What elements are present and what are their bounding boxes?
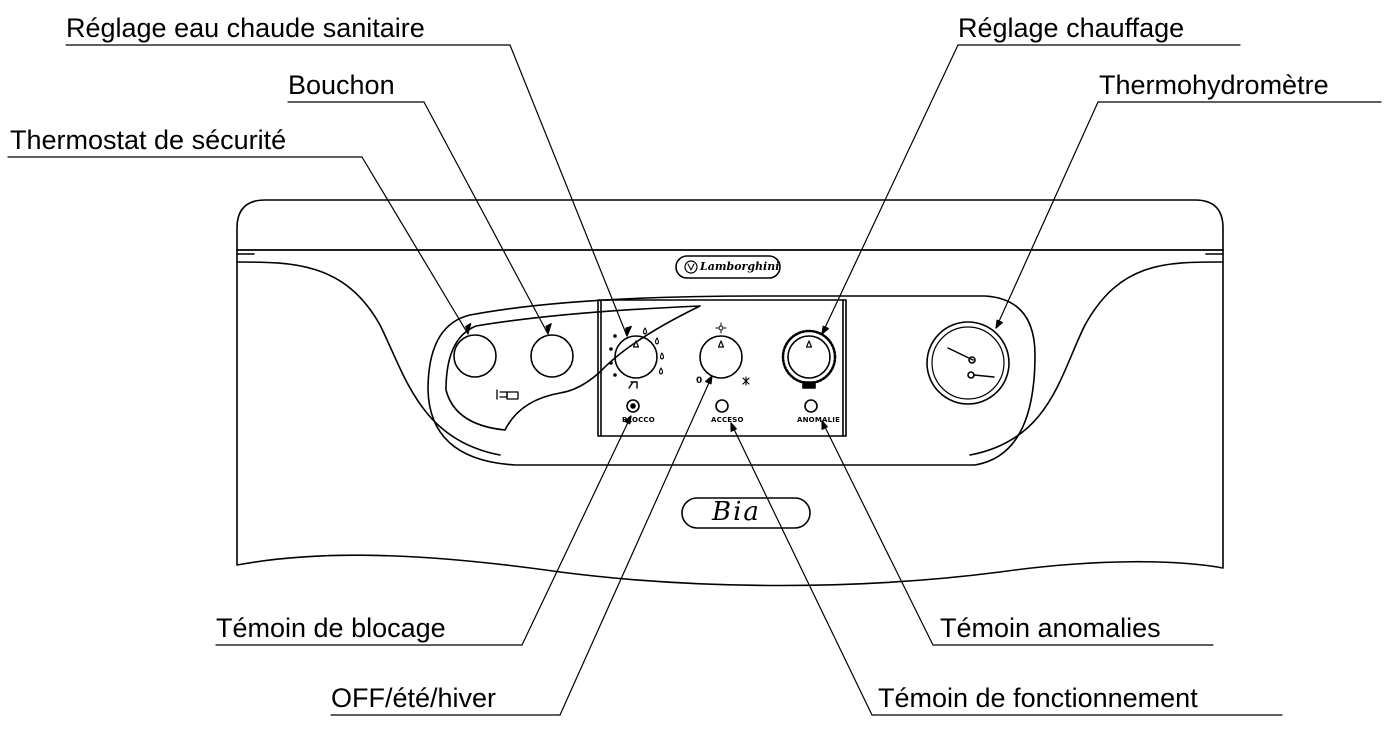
leader-off-ete-hiver [330,375,713,716]
brand-logo-frame [675,255,781,279]
lockout-lamp [626,399,640,413]
label-temoin-anomalies: Témoin anomalies [940,613,1161,643]
control-fascia [427,295,1036,466]
leader-reglage-chauffage [821,44,1241,335]
dhw-temperature-dial [609,327,665,389]
casing-outline [236,249,1224,587]
label-off-ete-hiver: OFF/été/hiver [331,683,497,713]
selector-off-mark: 0 [696,376,703,386]
leader-thermohydrometre [995,101,1382,329]
lamp-label-anomalie: ANOMALIE [797,416,841,424]
label-temoin-fonctionnement: Témoin de fonctionnement [878,683,1198,713]
leader-lines [7,44,1382,716]
drop-icon [654,337,660,345]
heating-temperature-dial [781,329,837,389]
label-thermostat-securite: Thermostat de sécurité [10,125,287,155]
label-reglage-ecs: Réglage eau chaude sanitaire [66,13,425,43]
drop-icon [658,367,664,375]
bull-emblem-icon [687,263,695,271]
fault-lamp [804,399,818,413]
leader-bouchon [287,101,552,335]
label-bouchon: Bouchon [288,70,395,100]
thermohydrometer-gauge [926,321,1010,405]
model-plate [681,497,811,529]
snowflake-icon [742,376,750,386]
casing-right-wing [969,261,1224,456]
tap-icon [628,381,638,389]
leader-temoin-anomalies [821,420,1214,646]
casing-left-wing [236,261,501,456]
label-thermohydrometre: Thermohydromètre [1099,70,1329,100]
sun-icon [715,322,727,334]
boiler-casing [236,199,1224,587]
leader-temoin-blocage [215,415,632,646]
casing-top-cover [236,199,1224,251]
control-fascia-inner [445,305,701,431]
lamp-label-acceso: ACCESO [711,416,744,424]
plug-symbol-icon [496,389,519,400]
model-name: Bia [712,497,761,527]
drop-icon [659,352,665,360]
leader-thermostat-securite [7,156,472,335]
safety-thermostat-cap [453,334,497,378]
label-reglage-chauffage: Réglage chauffage [958,13,1185,43]
radiator-icon [802,381,816,389]
leader-temoin-fonctionnement [730,422,1283,716]
brand-logo-text: Lamborghini [700,260,780,273]
lamp-label-blocco: BLOCCO [622,416,655,424]
plug-cap [530,334,574,378]
dial-area-frame [597,299,847,437]
mode-selector-dial [699,322,750,386]
drop-icon [642,327,648,335]
leader-reglage-ecs [65,44,632,337]
power-on-lamp [715,399,729,413]
label-temoin-blocage: Témoin de blocage [216,613,446,643]
